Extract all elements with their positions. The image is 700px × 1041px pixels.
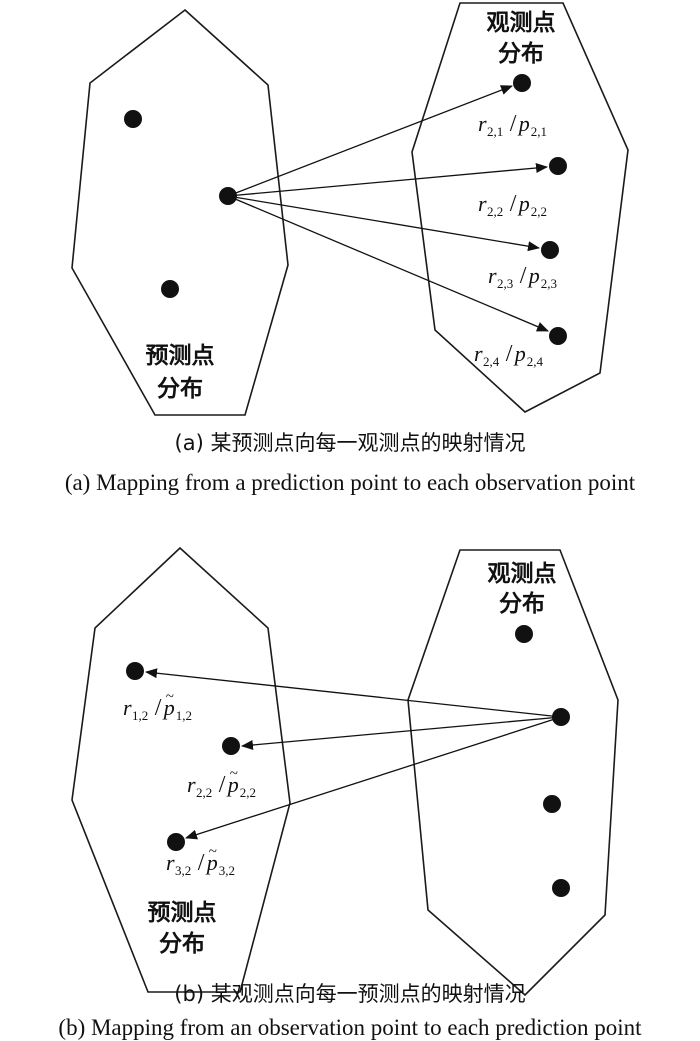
prediction-region-label-line1: 预测点 — [146, 343, 215, 369]
edge-label-p-subscript: 2,2 — [531, 204, 547, 219]
observation-point — [549, 157, 567, 175]
prediction-region-a — [71, 8, 289, 416]
edge-label-p: p — [513, 341, 526, 366]
observation-point — [513, 74, 531, 92]
mapping-arrow — [227, 163, 548, 197]
edge-label-p-subscript: 2,4 — [527, 354, 544, 369]
mapping-arrow — [227, 195, 540, 252]
edge-label-r: r — [166, 850, 175, 875]
observation-region-b — [407, 549, 619, 997]
edge-label-r-subscript: 2,2 — [487, 204, 503, 219]
edge-label-slash: / — [219, 772, 226, 798]
edge-label-p-subscript: 2,3 — [541, 276, 557, 291]
tilde-accent: ~ — [166, 689, 174, 705]
edge-label-p: p — [527, 263, 540, 288]
caption-en-a: (a) Mapping from a prediction point to e… — [65, 470, 636, 495]
edge-label-r: r — [478, 191, 487, 216]
mapping-arrow — [227, 85, 513, 197]
mapping-arrow — [241, 716, 562, 750]
mapping-arrow — [185, 716, 562, 840]
prediction-point — [161, 280, 179, 298]
edge-label-p-subscript: 2,1 — [531, 124, 547, 139]
edge-label-p: p — [517, 111, 530, 136]
edge-label-p-subscript: 2,2 — [240, 785, 256, 800]
caption-zh-a: (a) 某预测点向每一观测点的映射情况 — [175, 431, 526, 455]
mapping-arrow — [227, 195, 549, 332]
edge-label-r-subscript: 3,2 — [175, 863, 191, 878]
edge-label-slash: / — [506, 341, 513, 367]
observation-point — [515, 625, 533, 643]
observation-point — [543, 795, 561, 813]
edge-label-slash: / — [155, 695, 162, 721]
observation-point — [541, 241, 559, 259]
prediction-region-label-line1: 预测点 — [148, 900, 217, 926]
edge-label-r: r — [488, 263, 497, 288]
edge-label-p-subscript: 1,2 — [176, 708, 192, 723]
prediction-region-label-line2: 分布 — [159, 930, 205, 957]
observation-region-label-line2: 分布 — [499, 590, 545, 617]
edge-label-r-subscript: 2,2 — [196, 785, 212, 800]
edge-label-r: r — [474, 341, 483, 366]
tilde-accent: ~ — [209, 844, 217, 860]
edge-label-p: p — [162, 695, 175, 720]
mapping-arrow — [145, 668, 562, 718]
edge-label-p: p — [205, 850, 218, 875]
edge-label-r: r — [123, 695, 132, 720]
edge-label-r-subscript: 2,3 — [497, 276, 513, 291]
edge-label-p: p — [226, 772, 239, 797]
observation-region-label-line1: 观测点 — [487, 10, 556, 36]
edge-label-r: r — [478, 111, 487, 136]
observation-region-label-line2: 分布 — [498, 40, 544, 67]
edge-label-slash: / — [510, 191, 517, 217]
edge-label-slash: / — [198, 850, 205, 876]
prediction-region-b — [71, 546, 291, 993]
edge-label-r-subscript: 2,4 — [483, 354, 500, 369]
observation-region-a — [411, 2, 629, 413]
observation-point — [549, 327, 567, 345]
caption-zh-b: (b) 某观测点向每一预测点的映射情况 — [174, 982, 525, 1006]
edge-label-r-subscript: 1,2 — [132, 708, 148, 723]
prediction-point — [222, 737, 240, 755]
prediction-region-label-line2: 分布 — [157, 375, 203, 402]
prediction-point — [167, 833, 185, 851]
observation-point — [552, 879, 570, 897]
tilde-accent: ~ — [230, 766, 238, 782]
prediction-point — [126, 662, 144, 680]
edge-label-r: r — [187, 772, 196, 797]
edge-label-r-subscript: 2,1 — [487, 124, 503, 139]
edge-label-p: p — [517, 191, 530, 216]
edge-label-slash: / — [510, 111, 517, 137]
edge-label-slash: / — [520, 263, 527, 289]
observation-region-label-line1: 观测点 — [488, 561, 557, 587]
prediction-point — [124, 110, 142, 128]
caption-en-b: (b) Mapping from an observation point to… — [58, 1015, 642, 1040]
edge-label-p-subscript: 3,2 — [219, 863, 235, 878]
